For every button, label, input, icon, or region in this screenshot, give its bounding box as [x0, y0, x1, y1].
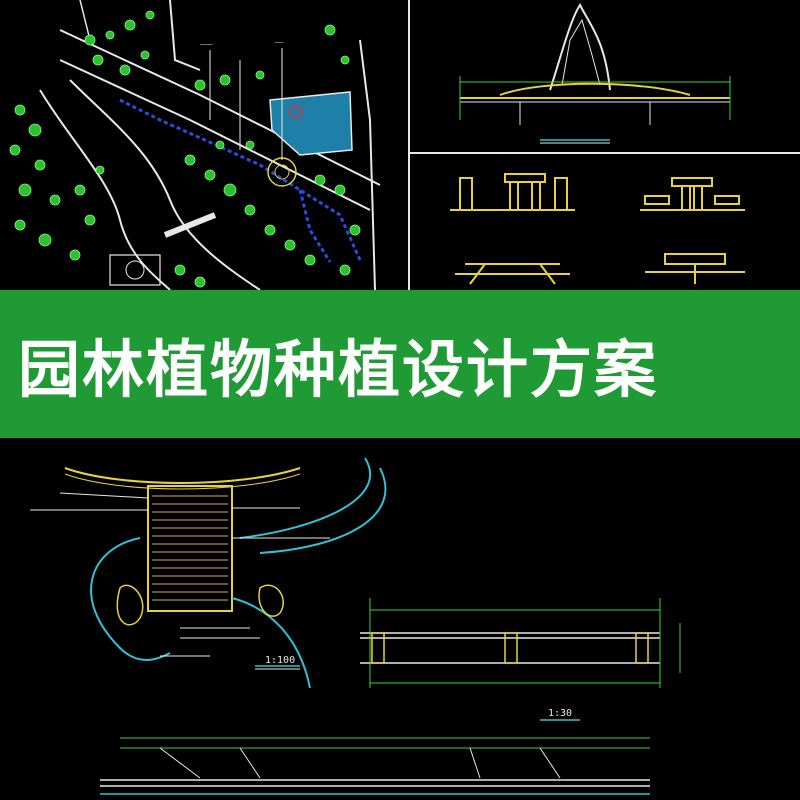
planting-plan-drawing: ——— ——: [9, 0, 381, 290]
bridge-drawings-panel: 1:100 1:30: [0, 438, 800, 800]
picnic-table-drawing: [450, 173, 745, 285]
rockery-elevation-drawing: [459, 3, 731, 144]
planting-plan-panel: ——— ——: [0, 0, 408, 290]
plan-scale-label: 1:100: [265, 655, 295, 666]
section-scale-label: 1:30: [548, 708, 572, 719]
banner-title: 园林植物种植设计方案: [18, 333, 659, 406]
bridge-drawing: 1:100 1:30: [30, 457, 681, 795]
title-banner: 园林植物种植设计方案: [0, 290, 800, 438]
panel-divider-horizontal: [410, 152, 800, 154]
rockery-elevation-panel: [410, 0, 800, 152]
panel-divider-vertical: [408, 0, 410, 290]
picnic-table-panel: [410, 154, 800, 290]
svg-text:——: ——: [275, 38, 284, 46]
svg-text:———: ———: [200, 40, 213, 48]
